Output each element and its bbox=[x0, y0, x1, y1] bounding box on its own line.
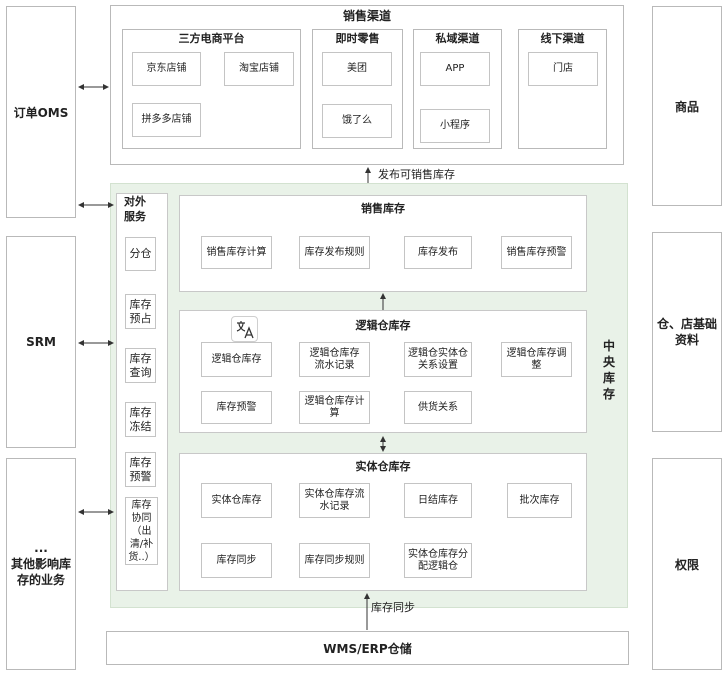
item-label: 关系设置 bbox=[418, 359, 458, 371]
service-label: 协同 bbox=[131, 512, 152, 524]
physical-inventory-item: 实体仓库存 bbox=[201, 483, 272, 518]
logical-inventory-item: 逻辑仓实体仓 关系设置 bbox=[404, 342, 472, 377]
logical-inventory-item: 逻辑仓库存 bbox=[201, 342, 272, 377]
oms-panel: 订单OMS bbox=[6, 6, 76, 218]
physical-inventory-item: 实体仓库存分 配逻辑仓 bbox=[404, 543, 472, 578]
service-inventory-freeze: 库存 冻结 bbox=[125, 402, 156, 437]
item-label: 整 bbox=[531, 359, 542, 371]
service-label: 库存 bbox=[129, 297, 152, 311]
item-label: 实体仓库存分 bbox=[408, 548, 468, 560]
publish-label: 发布可销售库存 bbox=[378, 168, 455, 181]
meituan: 美团 bbox=[322, 52, 392, 86]
physical-inventory-item: 实体仓库存流 水记录 bbox=[299, 483, 370, 518]
service-label: 冻结 bbox=[129, 419, 152, 433]
external-services-title: 对外 服务 bbox=[124, 194, 164, 224]
service-label: 分仓 bbox=[129, 247, 152, 260]
service-label: 库存 bbox=[129, 351, 152, 365]
wms-erp-panel: WMS/ERP仓储 bbox=[106, 631, 629, 665]
goods-label: 商品 bbox=[674, 99, 699, 114]
sales-inventory-item: 销售库存计算 bbox=[201, 236, 272, 269]
goods-panel: 商品 bbox=[652, 6, 722, 206]
service-label: 库存 bbox=[129, 405, 152, 419]
jd-store: 京东店铺 bbox=[132, 52, 201, 86]
sales-channels-title: 销售渠道 bbox=[342, 8, 391, 23]
central-title-char: 存 bbox=[602, 387, 615, 401]
item-label: 水记录 bbox=[319, 500, 350, 512]
sales-inventory-item: 库存发布 bbox=[404, 236, 472, 269]
item-label: 逻辑仓实体仓 bbox=[408, 347, 468, 359]
private-channel-title: 私域渠道 bbox=[435, 32, 480, 45]
service-label: 预占 bbox=[129, 311, 152, 325]
item-label: 逻辑仓库存计 bbox=[304, 395, 365, 407]
translate-icon[interactable] bbox=[231, 316, 258, 342]
physical-inventory-item: 库存同步 bbox=[201, 543, 272, 578]
item-label: 配逻辑仓 bbox=[418, 560, 458, 572]
service-label: 清/补 bbox=[129, 538, 154, 550]
service-label: 库存 bbox=[129, 455, 152, 469]
service-inventory-collab: 库存 协同 （出 清/补 货..） bbox=[125, 497, 158, 565]
other-business-label-line2: 存的业务 bbox=[16, 573, 65, 587]
other-business-dots: ... bbox=[34, 541, 48, 555]
physical-inventory-item: 批次库存 bbox=[507, 483, 572, 518]
service-label: 货..） bbox=[128, 551, 155, 563]
item-label: 实体仓库存流 bbox=[304, 488, 365, 500]
item-label: 流水记录 bbox=[314, 359, 355, 371]
physical-inventory-item: 日结库存 bbox=[404, 483, 472, 518]
physical-inventory-title: 实体仓库存 bbox=[355, 460, 411, 473]
sales-inventory-item: 库存发布规则 bbox=[299, 236, 370, 269]
service-inventory-reserve: 库存 预占 bbox=[125, 294, 156, 329]
base-data-panel: 仓、店基础 资料 bbox=[652, 232, 722, 432]
service-label: 库存 bbox=[131, 499, 152, 511]
external-services-title-line1: 对外 bbox=[124, 195, 146, 208]
other-business-label-line1: 其他影响库 bbox=[10, 557, 71, 571]
service-label: （出 bbox=[131, 525, 152, 537]
mini-program-channel: 小程序 bbox=[420, 109, 490, 143]
offline-channel-title: 线下渠道 bbox=[540, 32, 585, 45]
sales-inventory-item: 销售库存预警 bbox=[501, 236, 572, 269]
central-title-char: 库 bbox=[602, 371, 615, 385]
base-data-label-line1: 仓、店基础 bbox=[656, 317, 717, 331]
service-label: 查询 bbox=[129, 365, 152, 379]
permission-label: 权限 bbox=[674, 557, 699, 572]
logical-inventory-item: 库存预警 bbox=[201, 391, 272, 424]
offline-channel-group bbox=[518, 29, 607, 149]
logical-inventory-item: 供货关系 bbox=[404, 391, 472, 424]
srm-panel: SRM bbox=[6, 236, 76, 448]
item-label: 算 bbox=[329, 407, 340, 419]
third-party-title: 三方电商平台 bbox=[178, 32, 245, 45]
central-title-char: 中 bbox=[602, 339, 615, 353]
app-channel: APP bbox=[420, 52, 490, 86]
logical-inventory-item: 逻辑仓库存计 算 bbox=[299, 391, 370, 424]
service-label: 预警 bbox=[129, 469, 152, 483]
oms-label: 订单OMS bbox=[13, 105, 69, 120]
logical-inventory-item: 逻辑仓库存 流水记录 bbox=[299, 342, 370, 377]
taobao-store: 淘宝店铺 bbox=[224, 52, 294, 86]
translate-glyph bbox=[236, 321, 254, 339]
permission-panel: 权限 bbox=[652, 458, 722, 670]
srm-label: SRM bbox=[26, 335, 56, 349]
external-services-title-line2: 服务 bbox=[124, 210, 146, 223]
physical-inventory-item: 库存同步规则 bbox=[299, 543, 370, 578]
logical-inventory-title: 逻辑仓库存 bbox=[355, 319, 411, 332]
sales-inventory-title: 销售库存 bbox=[361, 202, 405, 215]
central-inventory-title: 中 央 库 存 bbox=[598, 338, 620, 402]
service-inventory-alert: 库存 预警 bbox=[125, 452, 156, 487]
base-data-label-line2: 资料 bbox=[674, 333, 699, 347]
service-inventory-query: 库存 查询 bbox=[125, 348, 156, 383]
central-title-char: 央 bbox=[602, 355, 615, 369]
sync-label: 库存同步 bbox=[371, 601, 415, 614]
item-label: 逻辑仓库存 bbox=[309, 347, 360, 359]
wms-erp-label: WMS/ERP仓储 bbox=[323, 641, 412, 656]
instant-retail-title: 即时零售 bbox=[335, 32, 380, 45]
logical-inventory-item: 逻辑仓库存调 整 bbox=[501, 342, 572, 377]
store-channel: 门店 bbox=[528, 52, 598, 86]
service-split-warehouse: 分仓 bbox=[125, 237, 156, 271]
item-label: 逻辑仓库存调 bbox=[506, 347, 567, 359]
pinduoduo-store: 拼多多店铺 bbox=[132, 103, 201, 137]
other-business-panel: ... 其他影响库 存的业务 bbox=[6, 458, 76, 670]
eleme: 饿了么 bbox=[322, 104, 392, 138]
